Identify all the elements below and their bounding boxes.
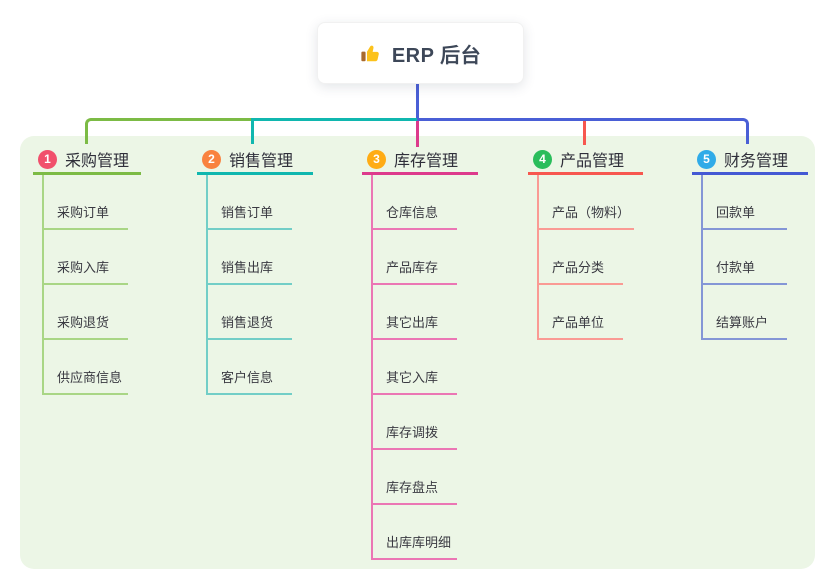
branch-children-connector [206, 175, 208, 395]
leaf-label: 库存盘点 [386, 480, 439, 495]
branch-node-finance[interactable]: 5 财务管理 [692, 146, 808, 175]
branch-label: 销售管理 [229, 153, 294, 170]
branch-node-inventory[interactable]: 3 库存管理 [362, 146, 478, 175]
leaf-node[interactable]: 销售退货 [206, 285, 292, 340]
leaf-label: 产品分类 [552, 260, 605, 275]
leaf-node[interactable]: 产品单位 [537, 285, 623, 340]
branch-badge: 1 [38, 149, 57, 169]
root-title: ERP 后台 [391, 44, 482, 67]
branch-node-sales[interactable]: 2 销售管理 [197, 146, 313, 175]
connector-branch-1 [85, 118, 251, 144]
connector-branch-3 [416, 121, 419, 147]
branch-label: 财务管理 [724, 153, 789, 170]
branch-children-sales: 销售订单 销售出库 销售退货 客户信息 [206, 175, 292, 395]
leaf-node[interactable]: 库存盘点 [371, 450, 457, 505]
branch-children-inventory: 仓库信息 产品库存 其它出库 其它入库 库存调拨 库存盘点 出库库明细 [371, 175, 457, 560]
branch-label: 采购管理 [65, 153, 130, 170]
branch-children-connector [701, 175, 703, 340]
branch-children-purchase: 采购订单 采购入库 采购退货 供应商信息 [42, 175, 128, 395]
leaf-label: 回款单 [716, 205, 756, 220]
branch-badge: 2 [202, 149, 221, 169]
root-node[interactable]: ERP 后台 [317, 22, 524, 84]
leaf-label: 供应商信息 [57, 370, 123, 385]
connector-bus-teal [251, 118, 417, 121]
branch-children-product: 产品（物料） 产品分类 产品单位 [537, 175, 635, 340]
leaf-label: 其它入库 [386, 370, 439, 385]
leaf-label: 付款单 [716, 260, 756, 275]
leaf-node[interactable]: 客户信息 [206, 340, 292, 395]
leaf-label: 产品单位 [552, 315, 605, 330]
leaf-node[interactable]: 回款单 [701, 175, 787, 230]
leaf-node[interactable]: 采购入库 [42, 230, 128, 285]
leaf-node[interactable]: 其它出库 [371, 285, 457, 340]
leaf-label: 产品库存 [386, 260, 439, 275]
branch-label: 库存管理 [394, 153, 459, 170]
leaf-label: 采购入库 [57, 260, 110, 275]
leaf-node[interactable]: 销售订单 [206, 175, 292, 230]
leaf-label: 产品（物料） [552, 205, 631, 220]
leaf-node[interactable]: 出库库明细 [371, 505, 457, 560]
leaf-label: 库存调拨 [386, 425, 439, 440]
connector-branch-5 [417, 118, 749, 144]
branch-node-product[interactable]: 4 产品管理 [528, 146, 643, 175]
leaf-node[interactable]: 产品库存 [371, 230, 457, 285]
branch-badge: 3 [367, 149, 386, 169]
leaf-node[interactable]: 销售出库 [206, 230, 292, 285]
branch-children-connector [42, 175, 44, 395]
connector-branch-2 [251, 118, 254, 144]
branch-badge: 4 [533, 149, 552, 169]
branches-panel [20, 136, 815, 569]
leaf-label: 采购订单 [57, 205, 110, 220]
leaf-label: 仓库信息 [386, 205, 439, 220]
leaf-node[interactable]: 产品（物料） [537, 175, 635, 230]
leaf-node[interactable]: 付款单 [701, 230, 787, 285]
leaf-label: 出库库明细 [386, 535, 452, 550]
branch-children-connector [371, 175, 373, 560]
leaf-label: 其它出库 [386, 315, 439, 330]
leaf-node[interactable]: 供应商信息 [42, 340, 128, 395]
leaf-node[interactable]: 产品分类 [537, 230, 623, 285]
leaf-label: 采购退货 [57, 315, 110, 330]
thumbs-up-icon [361, 45, 379, 62]
branch-label: 产品管理 [560, 153, 625, 170]
leaf-label: 销售出库 [221, 260, 274, 275]
leaf-label: 结算账户 [716, 315, 769, 330]
branch-children-finance: 回款单 付款单 结算账户 [701, 175, 787, 340]
branch-node-purchase[interactable]: 1 采购管理 [33, 146, 141, 175]
leaf-node[interactable]: 仓库信息 [371, 175, 457, 230]
leaf-node[interactable]: 库存调拨 [371, 395, 457, 450]
leaf-label: 销售订单 [221, 205, 274, 220]
leaf-node[interactable]: 采购退货 [42, 285, 128, 340]
connector-branch-4 [583, 121, 586, 145]
leaf-label: 销售退货 [221, 315, 274, 330]
root-stem-connector [416, 82, 419, 123]
leaf-node[interactable]: 其它入库 [371, 340, 457, 395]
leaf-node[interactable]: 采购订单 [42, 175, 128, 230]
leaf-node[interactable]: 结算账户 [701, 285, 787, 340]
leaf-label: 客户信息 [221, 370, 274, 385]
branch-children-connector [537, 175, 539, 340]
branch-badge: 5 [697, 149, 716, 169]
